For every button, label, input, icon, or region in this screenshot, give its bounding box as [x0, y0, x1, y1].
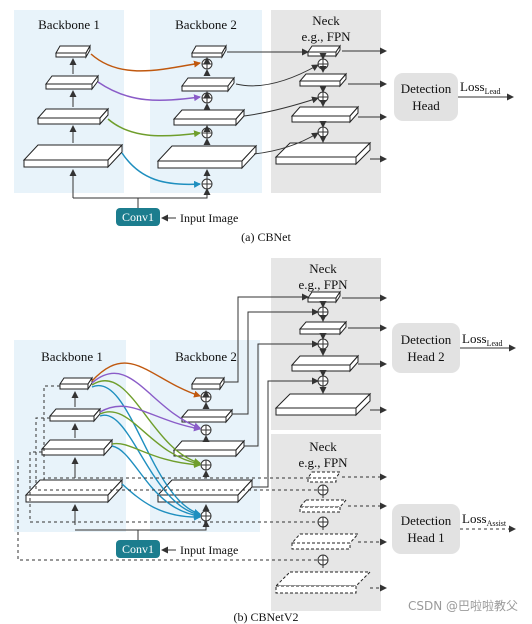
neck-stage-1	[307, 44, 341, 58]
backbone1-panel-b	[14, 340, 126, 532]
backbone1-b-stages	[24, 376, 124, 504]
neck-bottom-label: Neck	[309, 439, 337, 454]
conv1-label: Conv1	[122, 210, 154, 224]
neck-bottom-example: e.g., FPN	[298, 455, 348, 470]
detection-head	[394, 73, 458, 121]
backbone1-stage-1	[55, 44, 91, 59]
backbone2-label: Backbone 2	[175, 17, 237, 32]
backbone2-to-neck-connectors	[227, 48, 319, 155]
detection-head-label-1: Detection	[401, 81, 452, 96]
input-image-label: Input Image	[180, 211, 238, 225]
detection-head-2	[392, 323, 460, 373]
neck-top-arrows	[319, 294, 387, 414]
detection-head-label-2: Head	[412, 98, 440, 113]
backbone1-label-b: Backbone 1	[41, 349, 103, 364]
backbone2-stage-2	[181, 76, 235, 93]
caption-a: (a) CBNet	[241, 230, 291, 244]
detection-head-1-label-1: Detection	[401, 513, 452, 528]
neck-top-label: Neck	[309, 261, 337, 276]
composite-curve-orange	[90, 53, 201, 72]
backbone2-stage-3	[172, 108, 246, 127]
conv1-block-b	[116, 540, 160, 558]
detection-head-1-label-2: Head 1	[407, 530, 444, 545]
watermark: CSDN @巴啦啦教父	[408, 598, 518, 613]
conv1-block	[116, 208, 160, 226]
composite-curve-green	[107, 118, 201, 138]
backbone2-stage-1	[191, 44, 227, 59]
neck-bottom-dashed-arrows	[17, 460, 387, 592]
backbone2-to-neck-top-lines	[224, 293, 319, 488]
backbone2-stage-4	[156, 144, 258, 170]
neck-top-example: e.g., FPN	[298, 277, 348, 292]
neck-label: Neck	[312, 13, 340, 28]
backbone1-stage-2	[45, 74, 99, 91]
loss-assist-label: LossAssist	[462, 511, 507, 528]
conv1-feed-lines-b	[75, 521, 206, 540]
input-image-label-b: Input Image	[180, 543, 238, 557]
neck-bottom-stages	[274, 471, 372, 594]
loss-label: LossLead	[460, 79, 501, 96]
composite-curve-purple	[97, 81, 201, 102]
backbone2-b-stages	[156, 376, 254, 504]
neck-stage-2	[298, 72, 348, 88]
neck-to-head-arrows	[342, 47, 387, 163]
neck-example-label: e.g., FPN	[301, 29, 351, 44]
backbone1-stage-4	[22, 143, 124, 169]
composite-curve-teal	[121, 152, 201, 188]
detection-head-2-label-2: Head 2	[407, 349, 444, 364]
neck-top-stages	[274, 290, 372, 417]
detection-head-1	[392, 504, 460, 554]
diagram-a: Backbone 1 Backbone 2 Neck e.g., FPN	[14, 10, 514, 244]
dense-composite-curves	[91, 362, 201, 521]
caption-b: (b) CBNetV2	[234, 610, 299, 624]
backbone2-panel-b	[150, 340, 260, 532]
neck-stage-3	[290, 105, 360, 124]
backbone1-label: Backbone 1	[38, 17, 100, 32]
neck-stage-4	[274, 141, 372, 166]
loss-lead-label: LossLead	[462, 331, 503, 348]
detection-head-2-label-1: Detection	[401, 332, 452, 347]
diagram-b: Backbone 1 Backbone 2 Neck e.g., FPN Nec…	[14, 258, 518, 624]
conv1-label-b: Conv1	[122, 542, 154, 556]
conv1-feed-lines	[73, 189, 207, 208]
backbone2-label-b: Backbone 2	[175, 349, 237, 364]
backbone1-stage-3	[36, 107, 110, 126]
